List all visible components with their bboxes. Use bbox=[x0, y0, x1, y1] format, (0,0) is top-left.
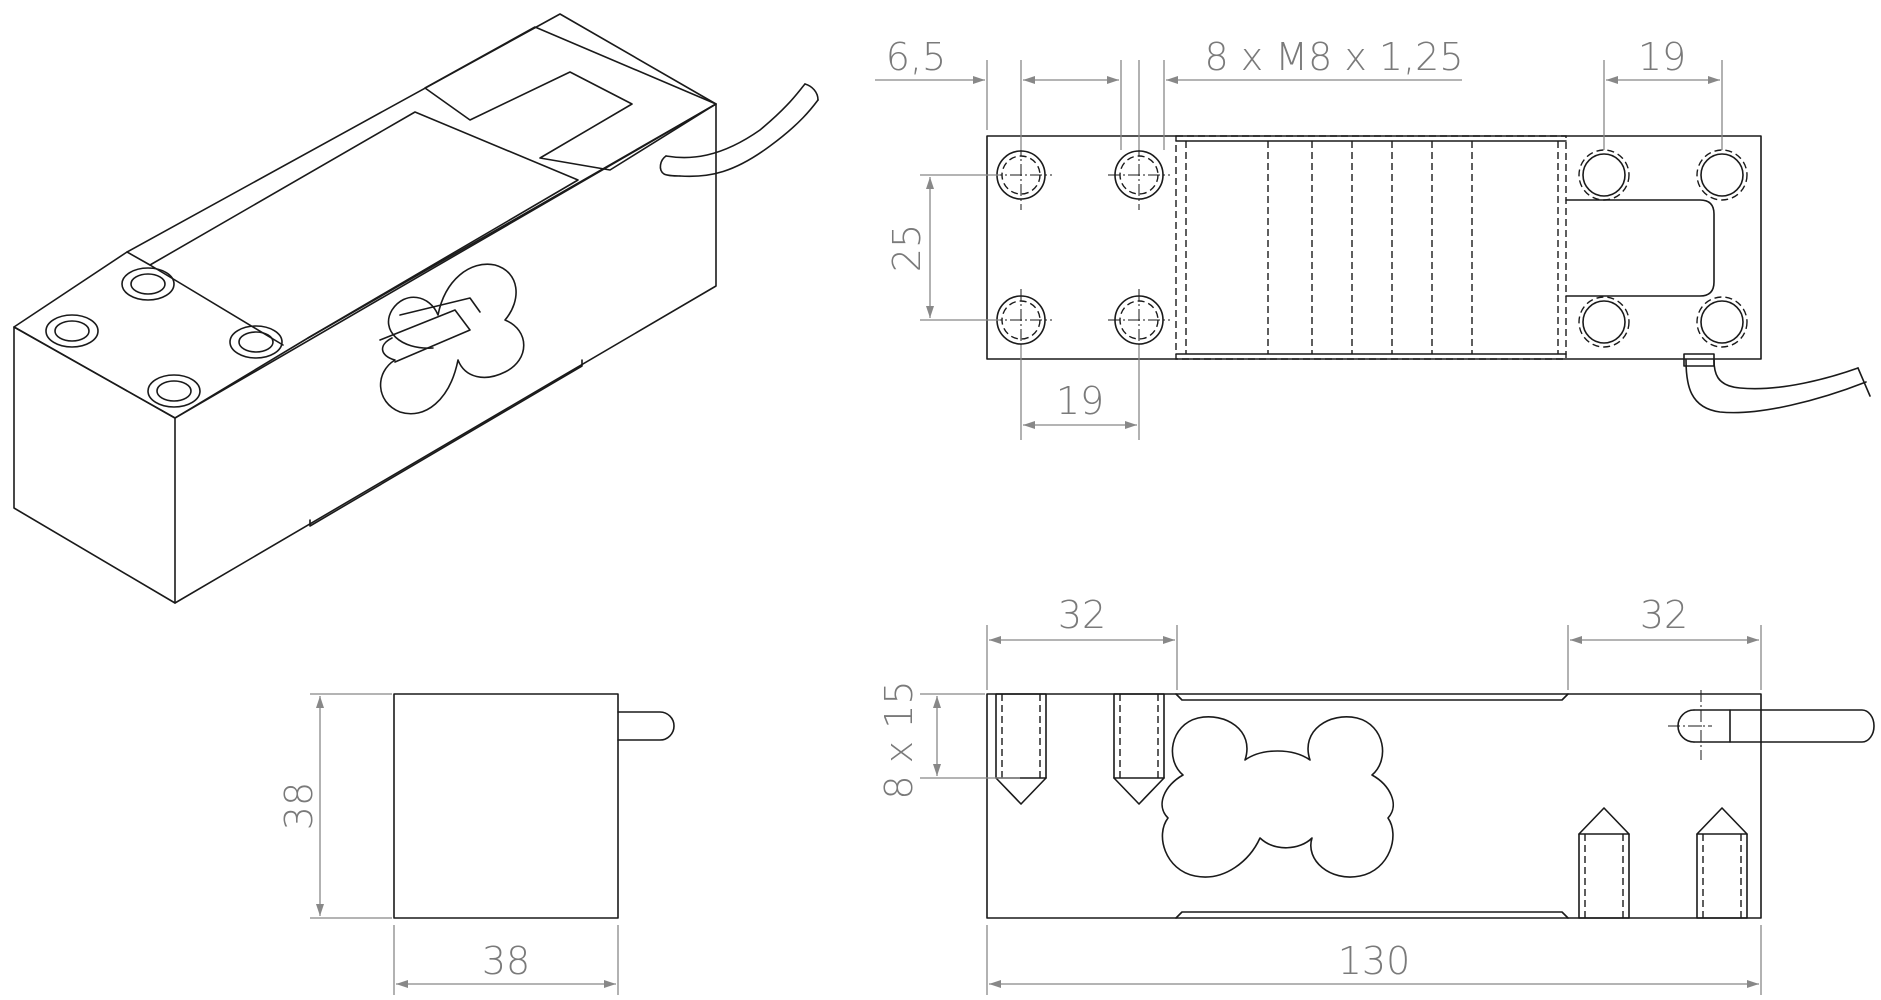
top-slot bbox=[1565, 199, 1715, 297]
dim-side-height: 38 bbox=[277, 782, 321, 830]
front-outline bbox=[986, 693, 1762, 919]
dim-thread-depth: 8 x 15 bbox=[877, 680, 921, 799]
top-view: 6,5 8 x M8 x 1,25 19 19 25 bbox=[875, 35, 1871, 440]
iso-platform-top bbox=[149, 111, 579, 339]
side-view: 38 38 bbox=[277, 693, 675, 995]
isometric-view bbox=[13, 13, 819, 604]
front-holes-left bbox=[995, 693, 1165, 805]
front-holes-right bbox=[1578, 807, 1748, 919]
iso-bottom-recess bbox=[309, 359, 583, 527]
dim-hole-spacing-left: 19 bbox=[1056, 379, 1104, 423]
dim-total-length: 130 bbox=[1338, 939, 1411, 983]
iso-end-face bbox=[13, 326, 176, 604]
dim-row-spacing: 25 bbox=[885, 224, 929, 272]
front-dimensions bbox=[920, 625, 1762, 995]
iso-top-face bbox=[13, 13, 717, 419]
iso-gauge-bore bbox=[379, 263, 525, 415]
front-view: 32 32 8 x 15 130 bbox=[877, 593, 1875, 995]
front-cable bbox=[1668, 690, 1875, 760]
iso-platform-edge bbox=[126, 251, 284, 346]
dim-side-width: 38 bbox=[482, 939, 530, 983]
iso-side-face bbox=[174, 103, 717, 604]
top-dimensions bbox=[875, 60, 1723, 440]
iso-raised-tab bbox=[424, 26, 717, 171]
dim-hole-spacing-right: 19 bbox=[1638, 35, 1686, 79]
top-outline bbox=[986, 135, 1762, 360]
dim-right-hole-zone: 32 bbox=[1640, 593, 1688, 637]
iso-cable bbox=[659, 83, 819, 178]
top-holes-right bbox=[1578, 149, 1748, 348]
dim-edge-offset: 6,5 bbox=[886, 35, 946, 79]
top-gauge-area bbox=[1175, 135, 1567, 360]
top-holes-left bbox=[990, 144, 1170, 354]
dim-left-hole-zone: 32 bbox=[1058, 593, 1106, 637]
dim-thread-spec: 8 x M8 x 1,25 bbox=[1204, 35, 1463, 79]
front-top-relief bbox=[1175, 693, 1569, 701]
front-gauge-bore bbox=[1161, 716, 1394, 878]
side-outline bbox=[393, 693, 619, 919]
iso-thread-holes bbox=[45, 267, 283, 408]
top-cable bbox=[1683, 353, 1871, 414]
front-bottom-relief bbox=[1175, 911, 1569, 919]
side-cable-stub bbox=[617, 711, 675, 741]
